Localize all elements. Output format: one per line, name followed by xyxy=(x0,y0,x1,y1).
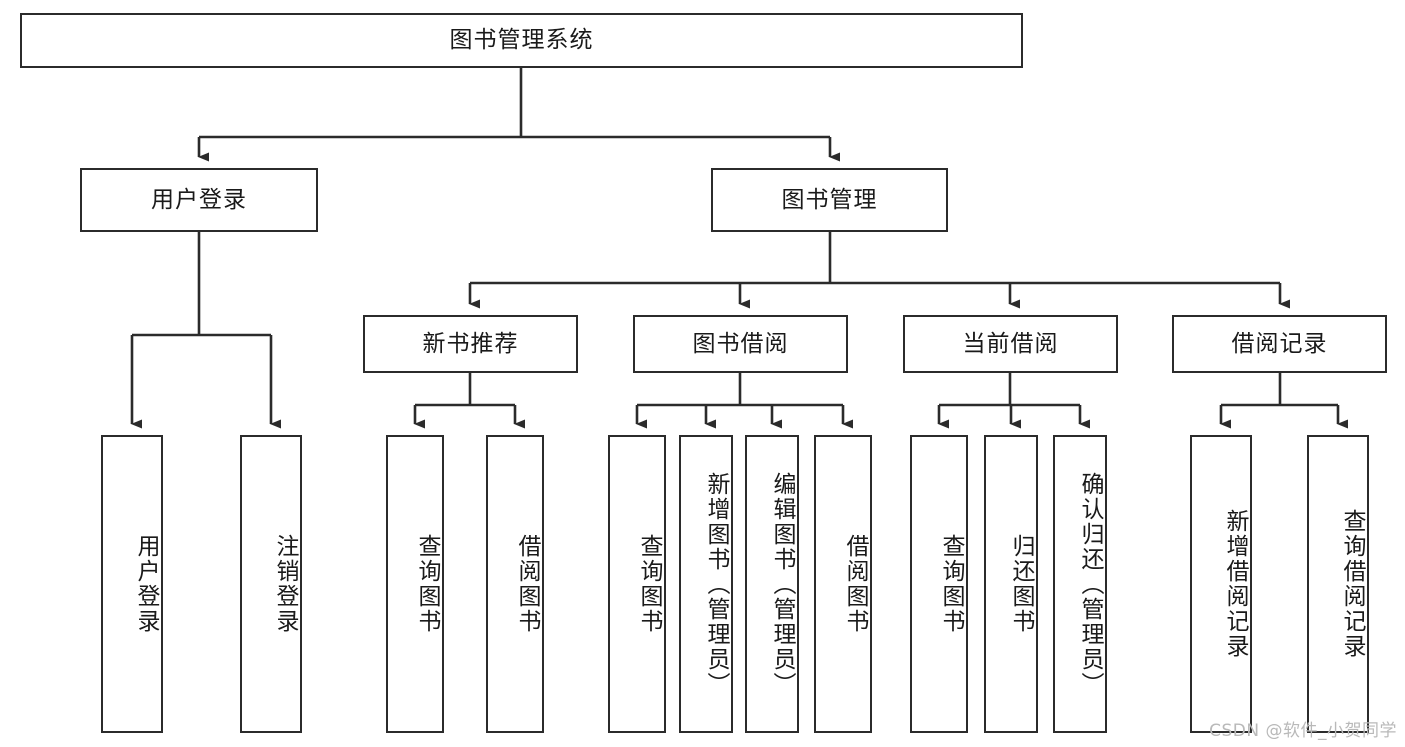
node-current-borrow[interactable]: 当前借阅 xyxy=(903,315,1118,373)
node-user-login[interactable]: 用户登录 xyxy=(80,168,318,232)
edges-user-login-to-leaves xyxy=(130,232,281,429)
edges-book-manage-to-level3 xyxy=(468,232,1290,309)
csdn-watermark: CSDN @软件_小贺同学 xyxy=(1209,721,1397,741)
node-leaf-return-book-label: 归还图书 xyxy=(1008,534,1034,634)
edges-current-borrow-to-leaves xyxy=(937,373,1090,429)
node-leaf-query-book-borrow[interactable]: 查询图书 xyxy=(608,435,666,733)
node-leaf-return-book[interactable]: 归还图书 xyxy=(984,435,1038,733)
node-leaf-user-logout[interactable]: 注销登录 xyxy=(240,435,302,733)
node-leaf-edit-book-admin-label: 编辑图书（管理员） xyxy=(769,471,795,697)
node-leaf-confirm-return-admin-label: 确认归还（管理员） xyxy=(1077,471,1103,697)
node-leaf-query-book-current-label: 查询图书 xyxy=(938,534,964,634)
node-leaf-add-borrow-record[interactable]: 新增借阅记录 xyxy=(1190,435,1252,733)
node-leaf-user-logout-label: 注销登录 xyxy=(272,534,298,634)
node-borrow-records-label: 借阅记录 xyxy=(1231,330,1328,357)
node-leaf-query-book-new[interactable]: 查询图书 xyxy=(386,435,444,733)
node-leaf-borrow-book-new-label: 借阅图书 xyxy=(514,534,540,634)
node-leaf-user-login[interactable]: 用户登录 xyxy=(101,435,163,733)
node-new-book-recommend-label: 新书推荐 xyxy=(422,330,519,357)
node-leaf-user-login-label: 用户登录 xyxy=(133,534,159,634)
node-leaf-query-borrow-record-label: 查询借阅记录 xyxy=(1339,509,1365,659)
node-leaf-query-book-new-label: 查询图书 xyxy=(414,534,440,634)
node-leaf-query-book-current[interactable]: 查询图书 xyxy=(910,435,968,733)
node-user-login-label: 用户登录 xyxy=(151,186,247,213)
node-leaf-borrow-book-new[interactable]: 借阅图书 xyxy=(486,435,544,733)
node-leaf-query-book-borrow-label: 查询图书 xyxy=(636,534,662,634)
node-book-manage[interactable]: 图书管理 xyxy=(711,168,948,232)
node-leaf-edit-book-admin[interactable]: 编辑图书（管理员） xyxy=(745,435,799,733)
node-book-borrow[interactable]: 图书借阅 xyxy=(633,315,848,373)
node-leaf-borrow-book[interactable]: 借阅图书 xyxy=(814,435,872,733)
edges-root-to-level2 xyxy=(197,68,840,162)
node-borrow-records[interactable]: 借阅记录 xyxy=(1172,315,1387,373)
node-leaf-confirm-return-admin[interactable]: 确认归还（管理员） xyxy=(1053,435,1107,733)
node-leaf-add-book-admin-label: 新增图书（管理员） xyxy=(703,471,729,697)
node-book-manage-label: 图书管理 xyxy=(781,186,878,213)
node-root-label: 图书管理系统 xyxy=(449,27,594,54)
edges-borrow-records-to-leaves xyxy=(1219,373,1348,429)
edges-book-borrow-to-leaves xyxy=(635,373,853,429)
node-leaf-add-borrow-record-label: 新增借阅记录 xyxy=(1222,509,1248,659)
node-leaf-query-borrow-record[interactable]: 查询借阅记录 xyxy=(1307,435,1369,733)
node-leaf-borrow-book-label: 借阅图书 xyxy=(842,534,868,634)
node-root[interactable]: 图书管理系统 xyxy=(20,13,1023,68)
node-book-borrow-label: 图书借阅 xyxy=(692,330,789,357)
node-new-book-recommend[interactable]: 新书推荐 xyxy=(363,315,578,373)
edges-new-book-to-leaves xyxy=(413,373,525,429)
node-leaf-add-book-admin[interactable]: 新增图书（管理员） xyxy=(679,435,733,733)
node-current-borrow-label: 当前借阅 xyxy=(962,330,1059,357)
